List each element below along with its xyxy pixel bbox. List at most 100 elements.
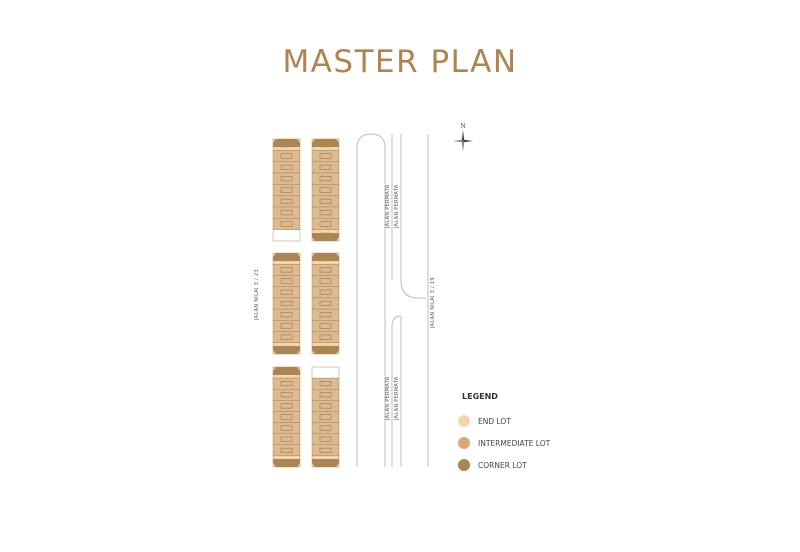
corner-lot — [312, 459, 339, 467]
legend-title: LEGEND — [462, 392, 498, 401]
lot-house-outline — [319, 210, 332, 216]
lot-unit — [311, 264, 340, 276]
lot-unit — [311, 275, 340, 287]
corner-lot — [273, 346, 300, 354]
lot-unit — [272, 444, 301, 457]
lot-unit — [272, 308, 301, 321]
lot-house-outline — [280, 323, 293, 329]
lot-unit — [311, 206, 340, 219]
lot-unit — [311, 172, 340, 185]
lot-house-outline — [319, 301, 332, 306]
lot-unit — [272, 400, 301, 412]
lot-unit — [311, 308, 340, 321]
corner-lot — [273, 253, 300, 261]
lot-unit — [272, 218, 301, 230]
corner-lot — [273, 459, 300, 467]
lot-house-outline — [280, 210, 293, 216]
lot-house-outline — [280, 334, 293, 340]
lot-house-outline — [280, 198, 293, 204]
lot-house-outline — [319, 164, 332, 170]
lot-house-outline — [319, 403, 332, 409]
lot-unit — [311, 400, 340, 412]
road-junction-curve-lower — [391, 315, 402, 327]
lot-unit — [311, 377, 340, 390]
legend-swatch — [458, 437, 470, 449]
lot-house-outline — [280, 447, 293, 453]
road-label-jalan-nilai-east: JALAN NILAI 3 / 19 — [430, 277, 436, 329]
lot-house-outline — [319, 153, 332, 159]
lot-unit — [311, 161, 340, 174]
lot-unit — [272, 411, 301, 423]
corner-lot — [312, 233, 339, 241]
north-compass: N — [452, 122, 474, 157]
lot-unit — [272, 297, 301, 310]
lot-house-outline — [280, 267, 293, 273]
road-network — [356, 133, 429, 467]
legend-label: CORNER LOT — [478, 460, 527, 470]
lot-house-outline — [280, 278, 293, 284]
lot-house-outline — [280, 153, 293, 159]
lot-house-outline — [280, 164, 293, 170]
lot-unit — [272, 433, 301, 445]
lot-unit — [272, 229, 301, 242]
lot-house-outline — [319, 221, 332, 227]
lot-unit — [272, 206, 301, 219]
legend-swatch — [458, 459, 470, 471]
lot-unit — [272, 331, 301, 343]
corner-lot — [273, 139, 300, 147]
lot-unit — [272, 389, 301, 401]
lot-house-outline — [319, 187, 332, 193]
lot-unit — [311, 195, 340, 208]
lot-unit — [272, 286, 301, 299]
lot-unit — [272, 161, 301, 174]
corner-lot — [312, 253, 339, 261]
legend-label: END LOT — [478, 416, 511, 426]
legend-label: INTERMEDIATE LOT — [478, 438, 551, 448]
road-label-jalan-permata: JALAN PERMATA — [385, 184, 391, 229]
lot-house-outline — [280, 392, 293, 398]
legend-item-corner-lot: CORNER LOT — [458, 459, 550, 471]
lot-house-outline — [319, 447, 332, 453]
lot-house-outline — [280, 312, 293, 318]
lot-unit — [311, 297, 340, 310]
corner-lot — [312, 139, 339, 147]
lot-house-outline — [280, 176, 293, 182]
lot-house-outline — [319, 392, 332, 398]
compass-icon: N — [453, 123, 473, 152]
legend: LEGEND END LOT INTERMEDIATE LOT CORNER L… — [458, 392, 550, 481]
lot-house-outline — [319, 312, 332, 318]
corner-lot — [312, 346, 339, 354]
lot-unit — [311, 389, 340, 401]
lot-house-outline — [280, 403, 293, 409]
lot-house-outline — [280, 381, 293, 387]
lot-unit — [272, 195, 301, 208]
lot-house-outline — [280, 414, 293, 420]
lot-unit — [311, 422, 340, 434]
lot-house-outline — [319, 289, 332, 295]
lot-house-outline — [280, 289, 293, 295]
lot-house-outline — [319, 198, 332, 204]
lot-unit — [311, 286, 340, 299]
lot-house-outline — [319, 425, 332, 431]
lot-unit — [311, 366, 340, 379]
lot-unit — [311, 218, 340, 230]
road-label-jalan-permata: JALAN PERMATA — [385, 376, 391, 421]
road-label-jalan-permata: JALAN PERMATA — [394, 376, 400, 421]
lot-house-outline — [319, 323, 332, 329]
lot-house-outline — [280, 221, 293, 227]
lot-unit — [272, 422, 301, 434]
lot-unit — [272, 264, 301, 276]
lot-unit — [311, 150, 340, 162]
page-title: MASTER PLAN — [282, 44, 518, 80]
lot-house-outline — [319, 436, 332, 442]
lot-unit — [311, 320, 340, 332]
corner-lot — [273, 367, 300, 375]
lot-unit — [311, 331, 340, 343]
compass-north-label: N — [461, 123, 466, 130]
lot-house-outline — [280, 425, 293, 431]
road-label-jalan-nilai-west: JALAN NILAI 3 / 23 — [254, 269, 260, 321]
lot-house-outline — [319, 381, 332, 387]
lot-unit — [311, 184, 340, 196]
lot-blocks — [272, 138, 340, 468]
